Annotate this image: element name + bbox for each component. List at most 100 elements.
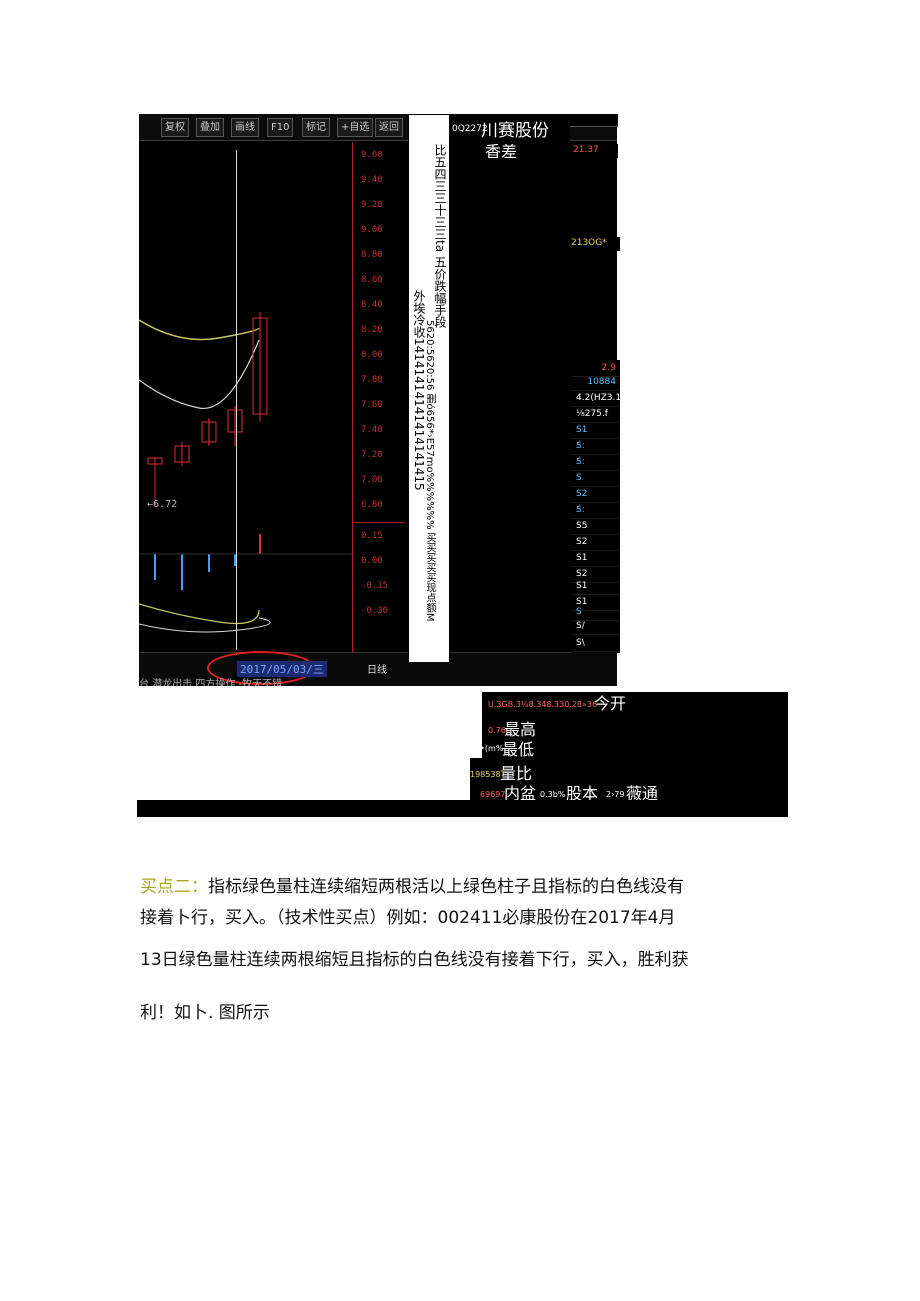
price-tick: 7.20 xyxy=(361,450,383,460)
vol-tick: 0.00 xyxy=(361,556,383,566)
paragraph-line-2: 接着卜行，买入。（技术性买点）例如：002411必康股份在2017年4月 xyxy=(140,908,676,928)
vol-tick: -0.30 xyxy=(361,606,389,616)
label-inner-volume: 内盆 xyxy=(504,784,537,803)
order-value: S\ xyxy=(576,638,585,648)
buy-point-heading: 买点二： xyxy=(140,877,208,897)
quote-label-strip: 比五四三三十三三ta 五价跌幅手段 外埃冷收141414141414141414… xyxy=(408,140,450,662)
toolbar-fuquan-button[interactable]: 复权 xyxy=(161,118,189,137)
order-row: S2 xyxy=(572,486,620,503)
price-tick: 7.60 xyxy=(361,400,383,410)
price-cell: 21.37 xyxy=(570,144,618,158)
order-value: S: xyxy=(576,505,585,515)
toolbar-mark-button[interactable]: 标记 xyxy=(302,118,330,137)
order-value: S2 xyxy=(576,489,588,499)
crosshair-vertical-line xyxy=(236,150,237,650)
toolbar-f10-button[interactable]: F10 xyxy=(267,118,294,137)
quote-summary-box: U.3GB.3⅛8.348.330.28»36 今开 0.76 最高 10•(m… xyxy=(470,692,788,803)
order-row: S1 xyxy=(572,550,620,567)
value-cell: 213OG* xyxy=(568,237,620,251)
order-row: ⅛275.f xyxy=(572,406,620,423)
order-value: S: xyxy=(576,457,585,467)
order-value: S5 xyxy=(576,521,588,531)
order-value: S1 xyxy=(576,425,588,435)
volume-axis: 0.15 0.00 -0.15 -0.30 xyxy=(352,522,405,653)
candle-4 xyxy=(227,406,243,446)
screenshot-bottom-border xyxy=(137,800,788,817)
price-tick: 9.20 xyxy=(361,200,383,210)
order-value: ⅛275.f xyxy=(576,409,608,419)
candle-1 xyxy=(147,457,163,506)
vertical-labels-1: 比五四三三十三三ta 五价跌幅手段 xyxy=(433,144,447,328)
current-price: 21.37 xyxy=(573,145,599,155)
order-row: S1 xyxy=(572,594,620,611)
quote-values-7: 2›79 xyxy=(606,790,625,799)
order-row: S: xyxy=(572,454,620,471)
low-price-marker: ←6.72 xyxy=(147,499,178,510)
price-tick: 9.00 xyxy=(361,225,383,235)
toolbar-watchlist-button[interactable]: +自选 xyxy=(337,118,374,137)
toolbar-back-button[interactable]: 返回 xyxy=(375,118,403,137)
paragraph-line-1: 买点二：指标绿色量柱连续缩短两根活以上绿色柱子且指标的白色线没有 xyxy=(140,872,684,897)
toolbar-draw-button[interactable]: 画线 xyxy=(231,118,259,137)
order-row: 4.2(HZ3.13 xyxy=(572,390,627,407)
label-volume-ratio: 量比 xyxy=(500,764,533,783)
vol-ma-yellow xyxy=(139,603,260,625)
header-dark-cell xyxy=(570,114,618,127)
header-blank xyxy=(408,114,452,142)
ma-line-yellow xyxy=(139,319,260,341)
price-tick: 9.40 xyxy=(361,175,383,185)
vol-ma-white xyxy=(139,617,271,633)
candle-3 xyxy=(201,418,217,446)
low-price-value: 6.72 xyxy=(153,499,178,510)
candlestick-plot xyxy=(139,312,352,633)
stock-code: 0Q2272 xyxy=(452,124,488,134)
period-label[interactable]: 日线 xyxy=(367,665,387,676)
ma-line-white xyxy=(139,339,260,410)
order-row: S/ xyxy=(572,618,620,635)
quote-values-1: U.3GB.3⅛8.348.330.28»36 xyxy=(488,700,598,709)
quote-values-6: 0.3b% xyxy=(540,790,566,799)
label-circulating: 薇通 xyxy=(626,784,659,803)
order-row: S xyxy=(572,604,620,621)
stock-name: 川赛股份 xyxy=(481,121,549,141)
quote-box-notch xyxy=(470,692,482,758)
stock-name-bar: 0Q2272 川赛股份 xyxy=(449,114,570,144)
paragraph-line-4: 利！如卜. 图所示 xyxy=(140,1003,270,1023)
order-row: S: xyxy=(572,438,620,455)
order-value: S xyxy=(576,473,582,483)
order-value: S1 xyxy=(576,553,588,563)
price-axis: 9.60 9.40 9.20 9.00 8.80 8.60 8.40 8.20 … xyxy=(352,142,405,522)
candle-5 xyxy=(252,312,268,422)
order-value: 4.2(HZ3.13 xyxy=(576,393,627,403)
quote-values-3: 10•(m% xyxy=(470,744,504,753)
label-open: 今开 xyxy=(594,694,627,713)
order-row: S xyxy=(572,470,620,487)
quote-values-2: 0.76 xyxy=(488,726,506,735)
order-value: S xyxy=(576,607,582,617)
candle-2 xyxy=(174,442,190,466)
order-row: S2 xyxy=(572,534,620,551)
price-tick: 8.60 xyxy=(361,275,383,285)
vertical-labels-3: 5620:5620:56 删ó656*›E57mo%%%%%% 买买买买买现点额… xyxy=(424,320,435,622)
order-value: S/ xyxy=(576,621,585,631)
order-value: S: xyxy=(576,441,585,451)
order-row: S1 xyxy=(572,422,620,439)
price-tick: 8.40 xyxy=(361,300,383,310)
vol-tick: -0.15 xyxy=(361,581,389,591)
price-tick: 6.80 xyxy=(361,500,383,510)
order-value: 2.9 xyxy=(601,363,616,373)
price-tick: 8.20 xyxy=(361,325,383,335)
kline-chart-screenshot: 复权 叠加 画线 F10 标记 +自选 返回 ←6.72 9.60 9.40 9… xyxy=(139,114,617,686)
quote-values-5: 69697 xyxy=(480,790,506,799)
order-row: S: xyxy=(572,502,620,519)
price-tick: 9.60 xyxy=(361,150,383,160)
cursor-date: 2017/05/03/三 xyxy=(237,661,327,677)
order-row: 2.9 xyxy=(572,360,620,377)
price-tick: 7.00 xyxy=(361,475,383,485)
price-tick: 8.80 xyxy=(361,250,383,260)
order-value: S2 xyxy=(576,569,588,579)
quote-values-4: 198538 xyxy=(470,770,501,779)
toolbar-overlay-button[interactable]: 叠加 xyxy=(196,118,224,137)
indicator-tabs[interactable]: 台 潜龙出击 四方操作 -牧天不错 xyxy=(139,679,283,686)
vertical-labels-2: 外埃冷收14141414141414141415 xyxy=(412,290,426,491)
